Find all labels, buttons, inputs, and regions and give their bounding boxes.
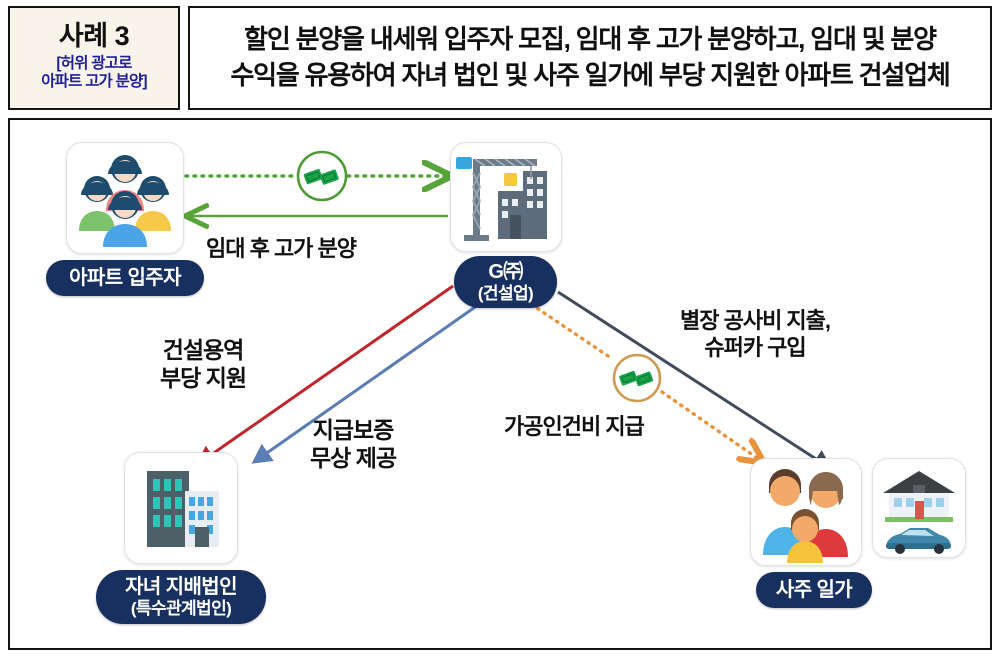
case-number-box: 사례 3 [허위 광고로 아파트 고가 분양] [8, 6, 180, 110]
villa-supercar-line2: 슈퍼카 구입 [704, 334, 806, 360]
payment-guarantee-line1: 지급보증 [312, 417, 395, 443]
edge-villa-supercar [557, 290, 833, 470]
payment-guarantee-line2: 무상 제공 [310, 445, 397, 472]
money-flow-family-icon [610, 351, 664, 405]
assets-icon-card [872, 458, 966, 558]
residents-icon-card [66, 142, 184, 254]
owner-family-label: 사주 일가 [775, 578, 853, 601]
construction-crane-icon [456, 157, 547, 241]
edge-payment-guarantee [251, 296, 489, 464]
edge-fake-labor-cost [523, 298, 613, 360]
villa-supercar-line1: 별장 공사비 지출, [680, 308, 831, 333]
edge-label-construction-support: 건설용역 부당 지원 [160, 336, 247, 392]
residents-badge: 아파트 입주자 [46, 260, 204, 296]
case-number-label: 사례 3 [58, 21, 130, 52]
money-bills-icon [612, 353, 662, 403]
office-building-icon [147, 471, 219, 547]
child-corp-icon-card [124, 452, 238, 564]
construction-support-line2: 부당 지원 [160, 365, 247, 392]
diagram-frame: 아파트 입주자 [8, 118, 992, 650]
residents-label: 아파트 입주자 [69, 266, 181, 289]
edge-label-villa-supercar: 별장 공사비 지출, 슈퍼카 구입 [680, 308, 831, 362]
header-title-line1: 할인 분양을 내세워 입주자 모집, 임대 후 고가 분양하고, 임대 및 분양 [244, 24, 937, 55]
case-subtitle-line1: [허위 광고로 [56, 55, 132, 73]
edge-construction-support [195, 284, 454, 466]
company-label-line1: G㈜ [488, 261, 523, 284]
company-icon-card [450, 142, 562, 252]
family-icon [763, 469, 848, 563]
case-subtitle-line2: 아파트 고가 분양] [41, 73, 147, 91]
header-title-line2: 수익을 유용하여 자녀 법인 및 사주 일가에 부당 지원한 아파트 건설업체 [230, 60, 950, 90]
villa-house-icon [883, 471, 955, 554]
child-corp-label-line2: (특수관계법인) [130, 598, 232, 618]
supercar-icon [886, 528, 951, 554]
edge-label-rent-then-sell: 임대 후 고가 분양 [206, 236, 357, 261]
owner-family-icon-card [750, 458, 862, 566]
company-label-line2: (건설업) [477, 283, 534, 303]
child-corp-label-line1: 자녀 지배법인 [125, 576, 237, 599]
company-badge: G㈜ (건설업) [454, 256, 557, 308]
edge-label-payment-guarantee: 지급보증 무상 제공 [310, 416, 397, 472]
owner-family-badge: 사주 일가 [756, 572, 872, 608]
edge-label-fake-labor-cost: 가공인건비 지급 [504, 414, 645, 439]
money-bills-icon [296, 150, 348, 202]
construction-support-line1: 건설용역 [162, 337, 245, 363]
people-group-icon [79, 155, 171, 247]
edge-fake-labor-cost-2 [660, 390, 760, 460]
edge-layer [10, 120, 833, 470]
case-subtitle: [허위 광고로 아파트 고가 분양] [41, 55, 147, 92]
money-flow-residents-icon [294, 148, 350, 204]
header-title-box: 할인 분양을 내세워 입주자 모집, 임대 후 고가 분양하고, 임대 및 분양… [188, 6, 992, 110]
header: 사례 3 [허위 광고로 아파트 고가 분양] 할인 분양을 내세워 입주자 모… [8, 6, 992, 110]
child-corp-badge: 자녀 지배법인 (특수관계법인) [96, 570, 266, 624]
